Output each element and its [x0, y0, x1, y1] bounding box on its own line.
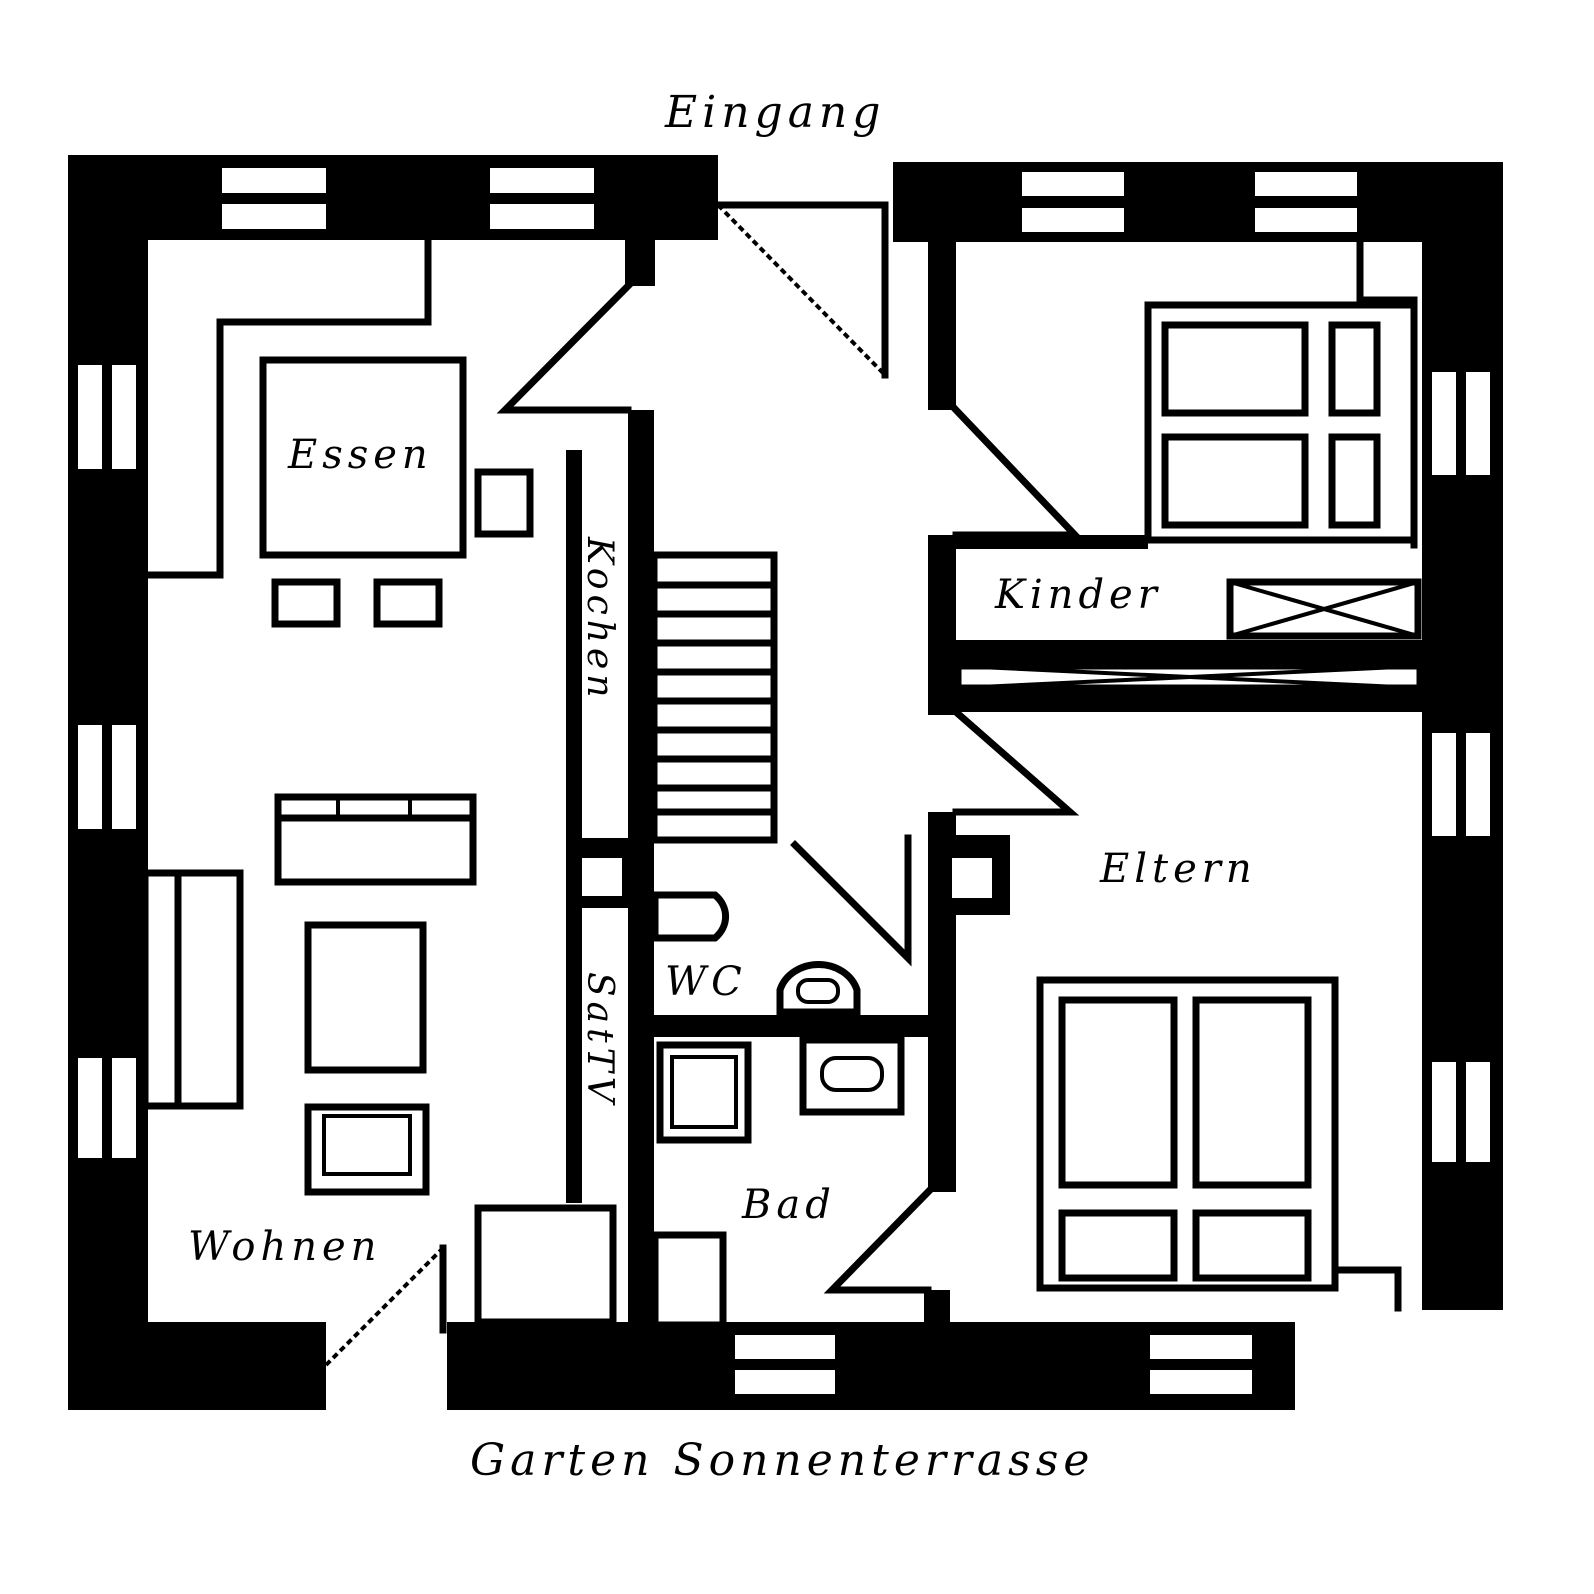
label-entrance: Eingang — [664, 87, 885, 138]
sanitary-fixtures — [651, 891, 905, 1329]
labels: Eingang Garten Sonnenterrasse Essen Kind… — [188, 87, 1257, 1486]
living-furniture — [141, 793, 617, 1326]
interior-walls — [566, 236, 1422, 1335]
wc-sink — [776, 961, 861, 1016]
label-dining: Essen — [287, 432, 433, 478]
children-furniture — [1144, 301, 1422, 640]
closet-band — [954, 662, 1424, 692]
label-parents: Eltern — [1099, 846, 1257, 892]
shower — [656, 1041, 752, 1144]
dining-furniture — [259, 356, 534, 628]
cabinet — [474, 1204, 617, 1326]
door-swings — [324, 201, 1084, 1367]
label-sat-tv: SatTV — [579, 972, 620, 1108]
label-wc: WC — [665, 959, 747, 1005]
dining-chair — [271, 578, 341, 628]
toilet — [651, 891, 730, 942]
armchair — [304, 1103, 430, 1196]
parents-furniture — [1036, 976, 1339, 1292]
label-bath: Bad — [741, 1182, 836, 1228]
windows — [78, 168, 1490, 1394]
sideboard — [274, 793, 477, 886]
outer-walls — [68, 155, 1503, 1410]
bath-sink — [799, 1036, 905, 1116]
dining-chair — [474, 468, 534, 538]
dining-chair — [373, 578, 443, 628]
dining-table — [259, 356, 467, 559]
sofa — [141, 869, 244, 1110]
label-kitchen: Kochen — [579, 536, 620, 702]
stairs — [650, 551, 778, 844]
label-children: Kinder — [994, 572, 1162, 618]
label-garden: Garten Sonnenterrasse — [470, 1435, 1094, 1486]
coffee-table — [304, 921, 427, 1074]
label-living: Wohnen — [188, 1224, 381, 1270]
